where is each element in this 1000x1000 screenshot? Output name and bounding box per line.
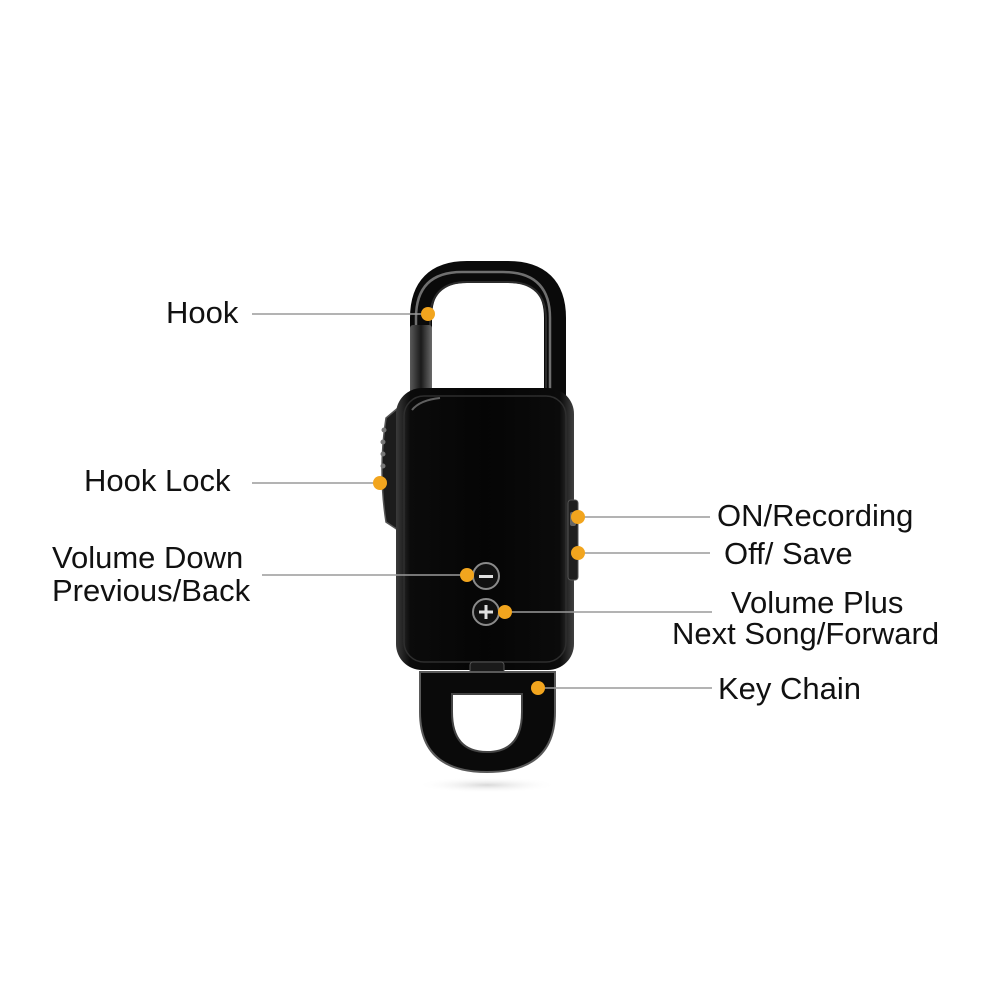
key-chain: [419, 671, 556, 774]
label-volume-down: Volume Down: [52, 540, 244, 575]
ground-shadow: [417, 777, 557, 793]
hook: [410, 261, 566, 411]
leader-lines: [252, 313, 712, 689]
dot-off-save: [571, 546, 585, 560]
label-hook: Hook: [166, 295, 239, 330]
label-on-recording: ON/Recording: [717, 498, 914, 533]
label-hook-lock: Hook Lock: [84, 463, 231, 498]
volume-down-button: [472, 562, 500, 590]
dot-hook: [421, 307, 435, 321]
label-off-save: Off/ Save: [724, 536, 853, 571]
hook-lock: [380, 406, 399, 532]
label-previous-back: Previous/Back: [52, 573, 251, 608]
dot-key-chain: [531, 681, 545, 695]
dot-volume-down: [460, 568, 474, 582]
label-next-song-forward: Next Song/Forward: [672, 616, 940, 651]
minus-icon: [479, 575, 493, 578]
volume-up-button: [472, 598, 500, 626]
label-volume-plus: Volume Plus: [731, 585, 904, 620]
callout-dots: [373, 307, 585, 695]
plus-icon: [479, 605, 493, 619]
dot-hook-lock: [373, 476, 387, 490]
recorder-body: [396, 388, 574, 670]
label-key-chain: Key Chain: [718, 671, 862, 706]
dot-on-recording: [571, 510, 585, 524]
dot-volume-plus: [498, 605, 512, 619]
